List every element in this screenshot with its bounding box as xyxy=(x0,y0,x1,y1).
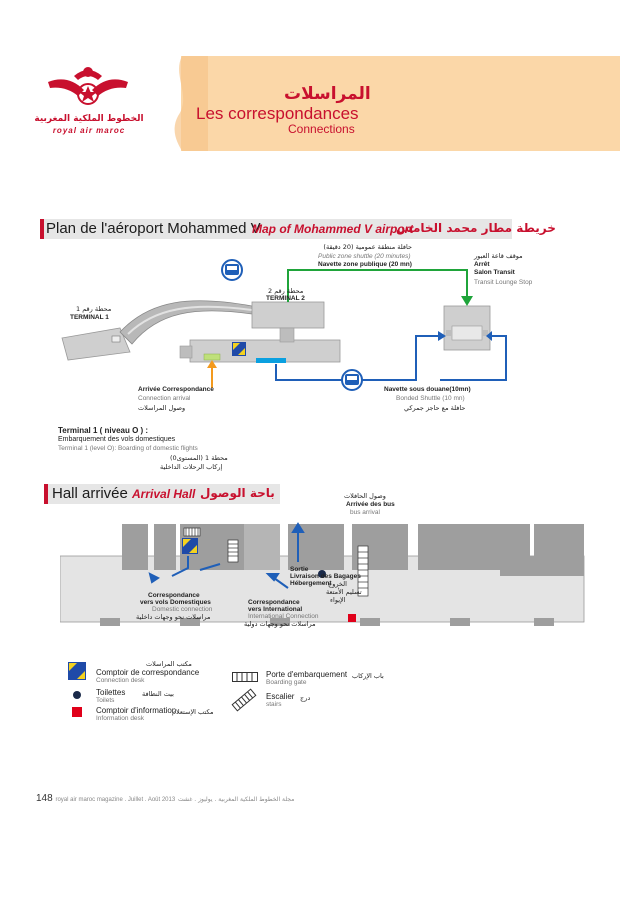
logo-arabic: الخطوط الملكية المغربية xyxy=(34,114,144,124)
transit-stop-fr2: Salon Transit xyxy=(474,269,515,276)
header-decor-curve xyxy=(174,56,208,151)
terminal1-ar: محطة رقم 1 xyxy=(76,305,112,313)
legend-stairs-ar: درج xyxy=(300,694,311,702)
legend-connection-desk-icon xyxy=(68,662,86,680)
transit-stop-en: Transit Lounge Stop xyxy=(474,279,533,286)
legend-gate-en: Boarding gate xyxy=(266,679,307,686)
map-title-en: Map of Mohammed V airport xyxy=(252,222,414,236)
bonded-shuttle-bus-icon xyxy=(341,369,363,391)
footer-text: royal air maroc magazine . Juillet . Aoû… xyxy=(55,797,176,803)
bus-arrival-ar: وصول الحافلات xyxy=(344,492,386,500)
connection-arrival-fr: Arrivée Correspondance xyxy=(138,386,214,393)
domestic-ar: مراسلات نحو وجهات داخلية xyxy=(136,613,211,621)
bus-arrival-fr: Arrivée des bus xyxy=(346,501,395,508)
transit-stop-ar: موقف قاعة العبور xyxy=(474,252,523,260)
connection-arrival-ar: وصول المراسلات xyxy=(138,404,186,412)
hall-connection-desk xyxy=(182,538,198,554)
exit-fr1: Sortie xyxy=(290,566,309,573)
t1-level-title: Terminal 1 ( niveau O ) : xyxy=(58,426,149,435)
connection-arrival-en: Connection arrival xyxy=(138,395,191,402)
transit-stop-fr1: Arrêt xyxy=(474,261,490,268)
public-shuttle-fr: Navette zone publique (20 mn) xyxy=(318,261,412,268)
legend-stairs-icon xyxy=(231,688,257,712)
page-footer: 148 royal air maroc magazine . Juillet .… xyxy=(36,793,294,804)
map-section-titlebar: Plan de l'aéroport Mohammed V Map of Moh… xyxy=(40,219,556,239)
legend-toilets-ar: بيت النظافة xyxy=(142,690,174,698)
hall-arrows xyxy=(148,522,305,589)
hall-stairs xyxy=(183,527,369,597)
map-title-ar: خريطة مطار محمد الخامس xyxy=(396,221,556,235)
terminal1-en: TERMINAL 1 xyxy=(70,314,109,321)
footer-text-ar: مجلة الخطوط الملكية المغربية . يوليوز . … xyxy=(177,796,295,803)
intl-en: International Connection xyxy=(248,613,319,620)
legend-stairs-en: stairs xyxy=(266,701,282,708)
hall-title-fr: Hall arrivée xyxy=(52,485,128,502)
hall-title-ar: باحة الوصول xyxy=(200,486,275,500)
legend-info-en: Information desk xyxy=(96,715,145,722)
legend-info-icon xyxy=(72,707,82,717)
hall-section-titlebar: Hall arrivée Arrival Hall باحة الوصول xyxy=(44,484,280,504)
t1-level-en: Terminal 1 (level O): Boarding of domest… xyxy=(58,445,198,452)
legend-toilets-icon xyxy=(73,691,81,699)
t1-level-ar2: إركاب الرحلات الداخلية xyxy=(160,463,223,471)
title-arabic: المراسلات xyxy=(284,84,371,104)
hall-title-en: Arrival Hall xyxy=(132,487,196,501)
intl-fr1: Correspondance xyxy=(248,599,300,606)
arrival-hall-map xyxy=(60,522,585,626)
bonded-shuttle-ar: حافلة مع حاجز جمركي xyxy=(404,404,466,412)
exit-fr3: Hébergement xyxy=(290,580,332,587)
intl-fr2: vers International xyxy=(248,606,303,613)
exit-ar1: الخروج xyxy=(328,580,347,588)
legend-desk-ar: مكتب المراسلات xyxy=(146,660,192,668)
map-title-fr: Plan de l'aéroport Mohammed V xyxy=(46,220,261,237)
bonded-shuttle-fr: Navette sous douane(10mn) xyxy=(384,386,471,393)
royal-air-maroc-logo: الخطوط الملكية المغربية royal air maroc xyxy=(28,62,148,142)
airport-map xyxy=(61,259,507,391)
title-french: Les correspondances xyxy=(196,104,359,123)
legend-desk-fr: Comptoir de correspondance xyxy=(96,668,200,677)
hall-toilets-icon xyxy=(318,570,326,578)
title-english: Connections xyxy=(288,122,355,136)
t1-level-ar1: محطة 1 (المستوى0) xyxy=(170,454,228,462)
bonded-shuttle-en: Bonded Shuttle (10 mn) xyxy=(396,395,465,402)
bus-arrival-en: bus arrival xyxy=(350,509,380,516)
header-band xyxy=(181,56,620,151)
page-number: 148 xyxy=(36,793,53,804)
public-shuttle-ar: حافلة منطقة عمومية (20 دقيقة) xyxy=(323,243,412,251)
legend-gate-icon xyxy=(232,672,258,682)
logo-wordmark: royal air maroc xyxy=(52,126,126,135)
t1-level-fr: Embarquement des vols domestiques xyxy=(58,436,176,443)
hall-info-desk-icon xyxy=(348,614,356,622)
public-shuttle-en: Public zone shuttle (20 minutes) xyxy=(318,253,411,260)
public-shuttle-bus-icon xyxy=(221,259,243,281)
terminal2-ar: محطة رقم 2 xyxy=(268,287,304,295)
legend-stairs-fr: Escalier xyxy=(266,692,295,701)
legend-toilets-en: Toilets xyxy=(96,697,115,704)
terminal2-en: TERMINAL 2 xyxy=(266,295,305,302)
intl-ar: مراسلات نحو وجهات دولية xyxy=(244,620,316,628)
domestic-fr2: vers vols Domestiques xyxy=(140,599,211,606)
domestic-en: Domestic connection xyxy=(152,606,213,613)
legend-desk-en: Connection desk xyxy=(96,677,145,684)
map-connection-desk xyxy=(232,342,246,356)
domestic-fr1: Correspondance xyxy=(148,592,200,599)
legend-info-fr: Comptoir d'information xyxy=(96,706,177,715)
legend-toilets-fr: Toilettes xyxy=(96,688,126,697)
legend-gate-ar: باب الإركاب xyxy=(352,672,384,680)
legend-info-ar: مكتب الإستعلام xyxy=(172,708,214,716)
exit-ar2: تسليم الأمتعة xyxy=(326,588,362,596)
exit-ar3: الإيواء xyxy=(330,596,346,604)
legend-gate-fr: Porte d'embarquement xyxy=(266,670,348,679)
exit-fr2: Livraison des Bagages xyxy=(290,573,361,580)
